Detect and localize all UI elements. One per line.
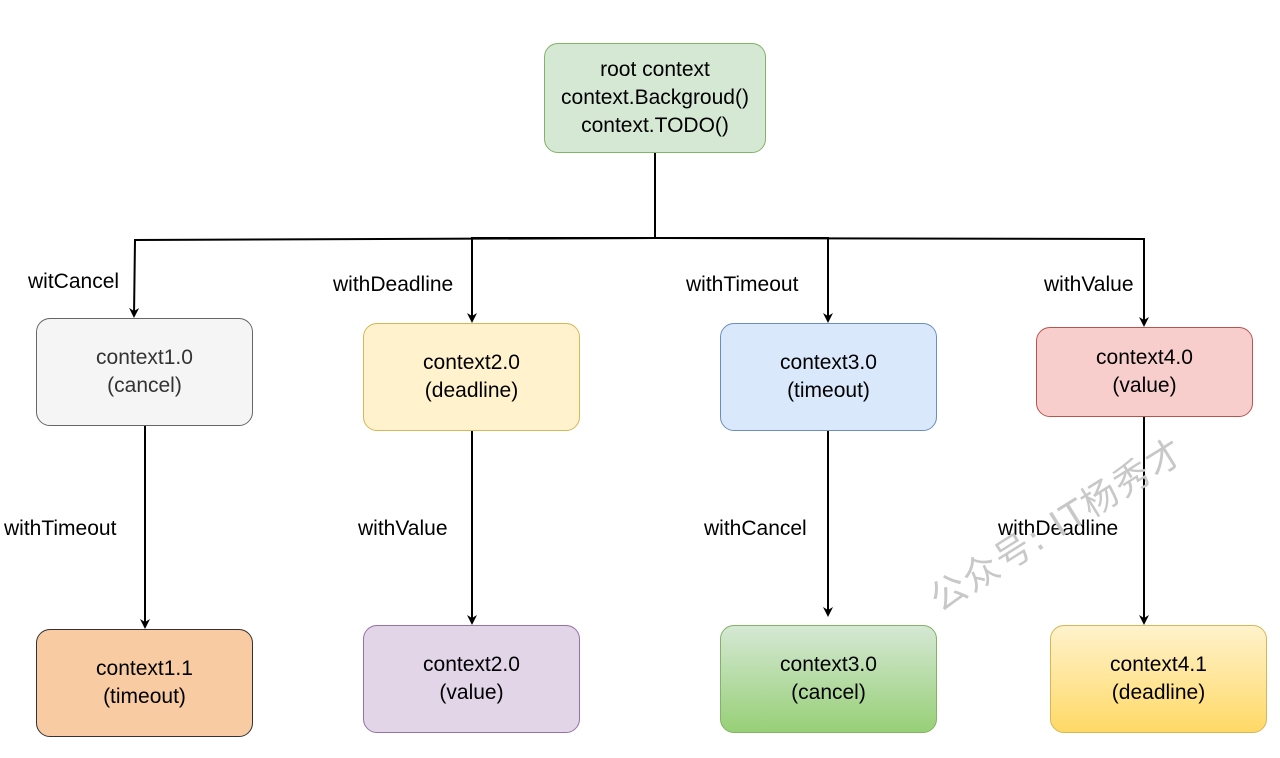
node-context3-0-kind: (timeout): [787, 379, 870, 402]
edge-root-to-context4: [654, 237, 1149, 327]
node-context1-0-name: context1.0: [96, 346, 193, 369]
node-context4-1: context4.1 (deadline): [1050, 625, 1267, 733]
node-context1-1-name: context1.1: [96, 657, 193, 680]
node-context2-1: context2.0 (value): [363, 625, 580, 733]
node-root-line-3: context.TODO(): [581, 114, 729, 137]
edge-label-withdeadline: withDeadline: [333, 273, 454, 296]
node-context1-1: context1.1 (timeout): [36, 629, 253, 737]
node-context3-1: context3.0 (cancel): [720, 625, 937, 733]
node-context4-0-name: context4.0: [1096, 346, 1193, 369]
edge-root-to-context2: [467, 237, 655, 323]
edge-label-c2-withvalue: withValue: [358, 517, 448, 540]
node-context1-1-kind: (timeout): [103, 685, 186, 708]
node-context1-0-kind: (cancel): [107, 374, 182, 397]
edge-label-withvalue: withValue: [1044, 273, 1134, 296]
node-root-line-1: root context: [600, 58, 710, 81]
node-root-context: root context context.Backgroud() context…: [544, 43, 766, 153]
node-context4-0: context4.0 (value): [1036, 327, 1253, 417]
edge-label-c3-withcancel: withCancel: [704, 517, 807, 540]
node-context3-0-name: context3.0: [780, 351, 877, 374]
node-context1-0: context1.0 (cancel): [36, 318, 253, 426]
node-context2-1-kind: (value): [439, 681, 504, 704]
edge-label-c4-withdeadline: withDeadline: [998, 517, 1119, 540]
node-context4-1-name: context4.1: [1110, 653, 1207, 676]
edge-label-withtimeout: withTimeout: [686, 273, 799, 296]
node-context2-0: context2.0 (deadline): [363, 323, 580, 431]
node-context2-0-name: context2.0: [423, 351, 520, 374]
node-context3-1-name: context3.0: [780, 653, 877, 676]
node-context4-1-kind: (deadline): [1111, 681, 1206, 704]
edge-label-c1-withtimeout: withTimeout: [4, 517, 117, 540]
node-context3-0: context3.0 (timeout): [720, 323, 937, 431]
node-root-line-2: context.Backgroud(): [561, 86, 749, 109]
node-context3-1-kind: (cancel): [791, 681, 866, 704]
node-context2-0-kind: (deadline): [424, 379, 519, 402]
node-context2-1-name: context2.0: [423, 653, 520, 676]
edge-label-witcancel: witCancel: [28, 270, 120, 293]
node-context4-0-kind: (value): [1112, 374, 1177, 397]
